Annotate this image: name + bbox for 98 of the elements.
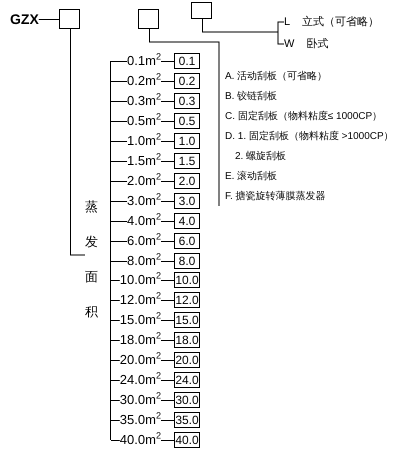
connector-line (110, 181, 128, 182)
connector-line (70, 28, 86, 256)
code-box: 15.0 (174, 312, 200, 328)
connector-line (160, 201, 174, 202)
option-text: C. 固定刮板（物料粘度≤ 1000CP） (225, 110, 382, 124)
connector-line (110, 340, 120, 341)
area-value-label: 10.0m$^{2}$ (120, 272, 161, 288)
code-box: 30.0 (174, 392, 200, 408)
area-value-label: 3.0m$^{2}$ (127, 192, 161, 209)
connector-line (160, 141, 174, 142)
area-value-label: 15.0m$^{2}$ (120, 312, 161, 328)
connector-line (160, 181, 174, 182)
option-text: D. 1. 固定刮板（物料粘度 >1000CP） (225, 130, 394, 144)
area-value-label: 40.0m$^{2}$ (120, 432, 161, 448)
connector-line (160, 61, 174, 62)
code-box: 10.0 (174, 272, 200, 288)
connector-line (110, 300, 120, 301)
code-box: 1.0 (174, 132, 200, 149)
area-value-label: 0.2m$^{2}$ (127, 72, 161, 89)
code-box: 12.0 (174, 292, 200, 308)
code-box: 18.0 (174, 332, 200, 348)
connector-line (160, 81, 174, 82)
area-value-label: 18.0m$^{2}$ (120, 332, 161, 348)
connector-line (110, 141, 128, 142)
area-value-label: 4.0m$^{2}$ (127, 212, 161, 229)
area-value-label: 8.0m$^{2}$ (127, 252, 161, 268)
option-text: A. 活动刮板（可省略） (225, 70, 328, 84)
code-box: 40.0 (174, 432, 200, 448)
option-text: L 立式（可省略） (284, 15, 379, 29)
connector-line (149, 28, 220, 206)
area-value-label: 0.5m$^{2}$ (127, 112, 161, 129)
code-box: 8.0 (174, 252, 200, 268)
connector-line (110, 261, 128, 262)
code-box: 1.5 (174, 152, 200, 169)
connector-line (110, 420, 120, 421)
area-value-label: 2.0m$^{2}$ (127, 172, 161, 189)
code-box: 4.0 (174, 212, 200, 229)
area-value-label: 1.0m$^{2}$ (127, 132, 161, 149)
connector-line (110, 161, 128, 162)
area-value-label: 0.1m$^{2}$ (127, 53, 161, 69)
area-value-label: 35.0m$^{2}$ (120, 412, 161, 428)
connector-line (160, 380, 174, 381)
connector-line (110, 61, 128, 62)
connector-line (160, 241, 174, 242)
code-box: 24.0 (174, 372, 200, 388)
area-value-label: 20.0m$^{2}$ (120, 352, 161, 368)
code-box: 0.2 (174, 72, 200, 89)
code-blank-box (59, 9, 80, 29)
option-text: 2. 螺旋刮板 (235, 150, 286, 164)
code-blank-box (138, 9, 159, 29)
connector-line (160, 360, 174, 361)
option-text: W 卧式 (284, 37, 328, 51)
code-box: 35.0 (174, 412, 200, 428)
option-text: F. 搪瓷旋转薄膜蒸发器 (225, 190, 326, 204)
connector-line (160, 161, 174, 162)
connector-line (160, 300, 174, 301)
connector-line (110, 400, 120, 401)
connector-line (110, 221, 128, 222)
code-box: 0.3 (174, 92, 200, 109)
connector-line (160, 440, 174, 441)
option-text: B. 铰链刮板 (225, 90, 278, 104)
code-box: 20.0 (174, 352, 200, 368)
model-code-prefix: GZX (10, 12, 39, 26)
connector-line (160, 121, 174, 122)
area-value-label: 30.0m$^{2}$ (120, 392, 161, 408)
connector-line (110, 101, 128, 102)
code-box: 2.0 (174, 172, 200, 189)
option-text: E. 滚动刮板 (225, 170, 278, 184)
code-box: 3.0 (174, 192, 200, 209)
code-box: 0.5 (174, 112, 200, 129)
connector-line (160, 320, 174, 321)
connector-line (110, 320, 120, 321)
connector-line (160, 280, 174, 281)
code-box: 6.0 (174, 232, 200, 249)
area-value-label: 12.0m$^{2}$ (120, 292, 161, 308)
connector-line (110, 280, 120, 281)
vertical-label: 蒸发面积 (85, 189, 98, 329)
connector-line (160, 400, 174, 401)
connector-line (160, 101, 174, 102)
connector-line (110, 121, 128, 122)
area-value-label: 6.0m$^{2}$ (127, 232, 161, 249)
connector-line (38, 19, 60, 20)
connector-line (110, 380, 120, 381)
connector-line (160, 340, 174, 341)
connector-line (110, 241, 128, 242)
connector-line (202, 18, 284, 44)
connector-line (110, 440, 120, 441)
connector-line (110, 81, 128, 82)
area-value-label: 0.3m$^{2}$ (127, 92, 161, 109)
code-blank-box (191, 2, 212, 19)
code-box: 0.1 (174, 53, 200, 69)
area-value-label: 24.0m$^{2}$ (120, 372, 161, 388)
connector-line (160, 420, 174, 421)
area-value-label: 1.5m$^{2}$ (127, 152, 161, 169)
connector-line (160, 261, 174, 262)
connector-line (160, 221, 174, 222)
connector-line (110, 360, 120, 361)
connector-line (110, 201, 128, 202)
